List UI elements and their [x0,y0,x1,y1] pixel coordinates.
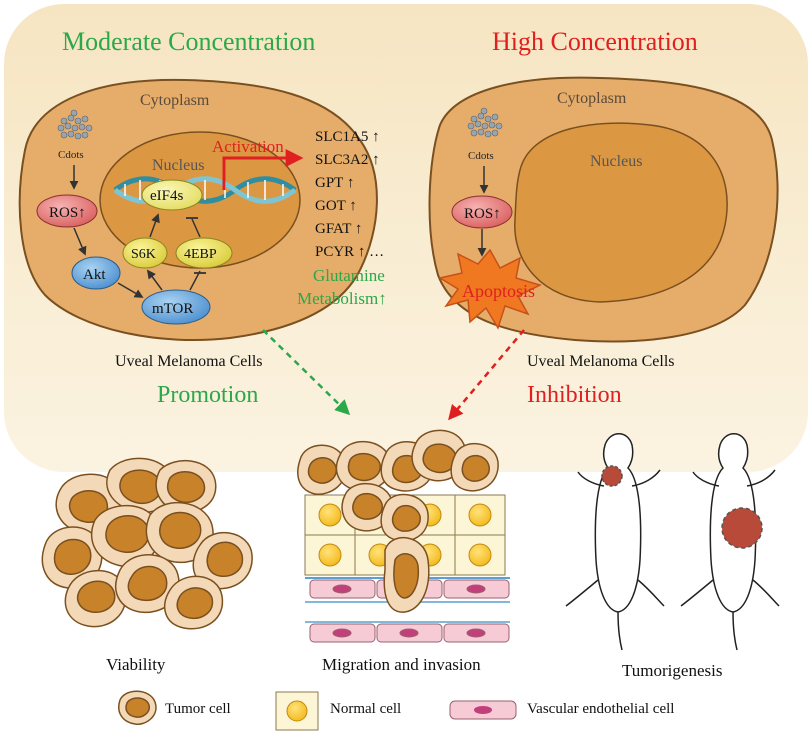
gene-item: GFAT ↑ [315,221,362,237]
activation-label: Activation [212,137,284,156]
right-cell: Cytoplasm Nucleus Cdots ROS↑ Apoptosis [428,76,779,343]
glutamine-label: Glutamine [313,266,385,285]
promotion-label: Promotion [157,382,258,408]
promotion-arrow [262,329,351,416]
akt-label: Akt [83,267,106,283]
left-cdots-label: Cdots [58,149,84,161]
mtor-label: mTOR [152,301,193,317]
mouse-forelimb [692,471,720,487]
legend-tumor-cell-icon [118,690,157,725]
large-tumor-icon [721,507,763,549]
moderate-concentration-title: Moderate Concentration [62,27,315,56]
viability-label: Viability [106,655,166,674]
mouse-hindlimb [680,579,714,607]
left-nucleus-label: Nucleus [152,157,204,174]
legend: Tumor cell Normal cell Vascular endothel… [118,690,674,731]
right-ros-node [451,195,513,229]
akt-node [71,256,121,290]
high-concentration-title: High Concentration [492,27,698,56]
akt-to-mtor-arrow [117,282,144,298]
4ebp-label: 4EBP [184,247,217,262]
left-cytoplasm-label: Cytoplasm [140,92,210,109]
legend-normal-label: Normal cell [330,701,401,717]
right-cell-caption: Uveal Melanoma Cells [527,353,675,370]
left-ros-node [36,194,98,228]
legend-tumor-label: Tumor cell [165,701,231,717]
tumorigenesis-label: Tumorigenesis [622,661,722,680]
mouse-tail [617,611,623,651]
right-ros-label: ROS↑ [464,206,501,222]
ros-to-akt-arrow [73,227,87,256]
left-cell-caption: Uveal Melanoma Cells [115,353,263,370]
migration-invasion-scene [297,429,510,643]
s6k-to-eif4s-arrow [149,213,160,238]
mouse-hindlimb [752,579,780,607]
mouse-hindlimb [637,579,665,607]
invading-tumor-cells [297,429,499,613]
mouse-tail [732,611,738,651]
s6k-node [122,237,168,269]
viability-tumor-cluster [41,457,253,630]
endothelial-lower-row [309,623,510,643]
small-tumor-icon [601,465,623,487]
mouse-large-tumor [680,433,780,651]
migration-label: Migration and invasion [322,655,481,674]
mouse-hindlimb [565,579,599,607]
legend-normal-cell-icon [275,691,319,731]
inhibition-arrow [448,329,525,421]
mouse-forelimb [577,471,605,487]
right-cytoplasm-label: Cytoplasm [557,90,627,107]
mtor-inhibits-4ebp-line [189,270,201,291]
left-ros-label: ROS↑ [49,205,86,221]
apoptosis-label: Apoptosis [462,281,535,301]
mouse-small-tumor [565,433,665,651]
right-nucleus-label: Nucleus [590,153,642,170]
eif4s-label: eIF4s [150,188,183,204]
inhibition-label: Inhibition [527,382,622,408]
right-cdots-cluster-icon [467,107,503,138]
activation-arrow [222,149,304,190]
apoptosis-burst-icon [438,248,543,330]
mtor-to-s6k-arrow [146,269,163,291]
gene-item: GPT ↑ [315,175,354,191]
left-cell: Cytoplasm Nucleus Cdots ROS↑ Akt mTOR S6… [18,78,387,341]
upregulated-gene-list: SLC1A5 ↑ SLC3A2 ↑ GPT ↑ GOT ↑ GFAT ↑ PCY… [315,129,384,260]
legend-vascular-label: Vascular endothelial cell [527,701,674,717]
gene-item: GOT ↑ [315,198,357,214]
gene-item: PCYR ↑ … [315,244,384,260]
mouse-forelimb [631,469,661,487]
gene-item: SLC3A2 ↑ [315,152,380,168]
s6k-label: S6K [131,247,156,262]
left-cdots-cluster-icon [57,109,93,140]
mouse-forelimb [746,469,776,487]
right-cdots-label: Cdots [468,150,494,162]
eif4s-node [141,179,203,211]
glutamine-metabolism-label: Metabolism↑ [297,289,387,308]
right-nucleus [514,122,728,303]
4ebp-inhibits-eif4s-line [191,218,201,238]
legend-vascular-cell-icon [449,700,517,720]
gene-item: SLC1A5 ↑ [315,129,380,145]
4ebp-node [175,237,233,269]
mtor-node [141,289,211,325]
